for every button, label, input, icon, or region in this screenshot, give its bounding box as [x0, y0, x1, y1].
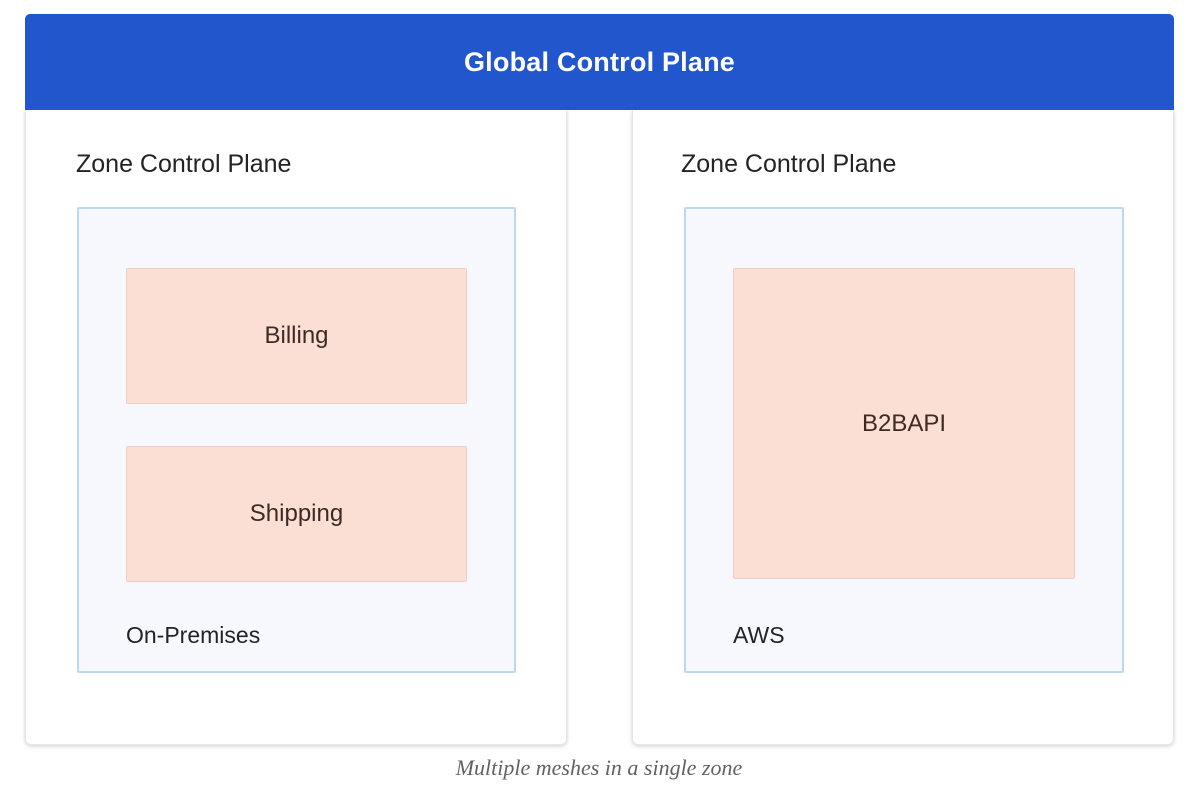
- mesh-label-on-premises: On-Premises: [126, 622, 261, 648]
- zone-card-on-premises: Zone Control Plane Billing Shipping On-P…: [25, 110, 567, 745]
- service-label-billing: Billing: [264, 322, 329, 349]
- service-box-b2bapi: B2BAPI: [733, 268, 1075, 579]
- global-control-plane-title: Global Control Plane: [463, 46, 736, 77]
- figure-caption: Multiple meshes in a single zone: [455, 755, 743, 780]
- mesh-services-aws: B2BAPI: [733, 268, 1075, 579]
- mesh-box-aws: B2BAPI AWS: [684, 207, 1124, 673]
- service-label-b2bapi: B2BAPI: [861, 409, 947, 437]
- zone-cards-row: Zone Control Plane Billing Shipping On-P…: [25, 110, 1174, 745]
- zone-control-plane-title-left: Zone Control Plane: [76, 150, 292, 178]
- zone-card-aws: Zone Control Plane B2BAPI AWS: [632, 110, 1174, 745]
- service-box-shipping: Shipping: [126, 446, 467, 582]
- service-label-shipping: Shipping: [249, 500, 344, 527]
- mesh-label-aws: AWS: [733, 622, 785, 648]
- mesh-services-on-premises: Billing Shipping: [126, 268, 467, 582]
- mesh-box-on-premises: Billing Shipping On-Premises: [77, 207, 516, 673]
- global-control-plane-banner: Global Control Plane: [25, 14, 1174, 110]
- zone-control-plane-title-right: Zone Control Plane: [681, 150, 897, 178]
- service-box-billing: Billing: [126, 268, 467, 404]
